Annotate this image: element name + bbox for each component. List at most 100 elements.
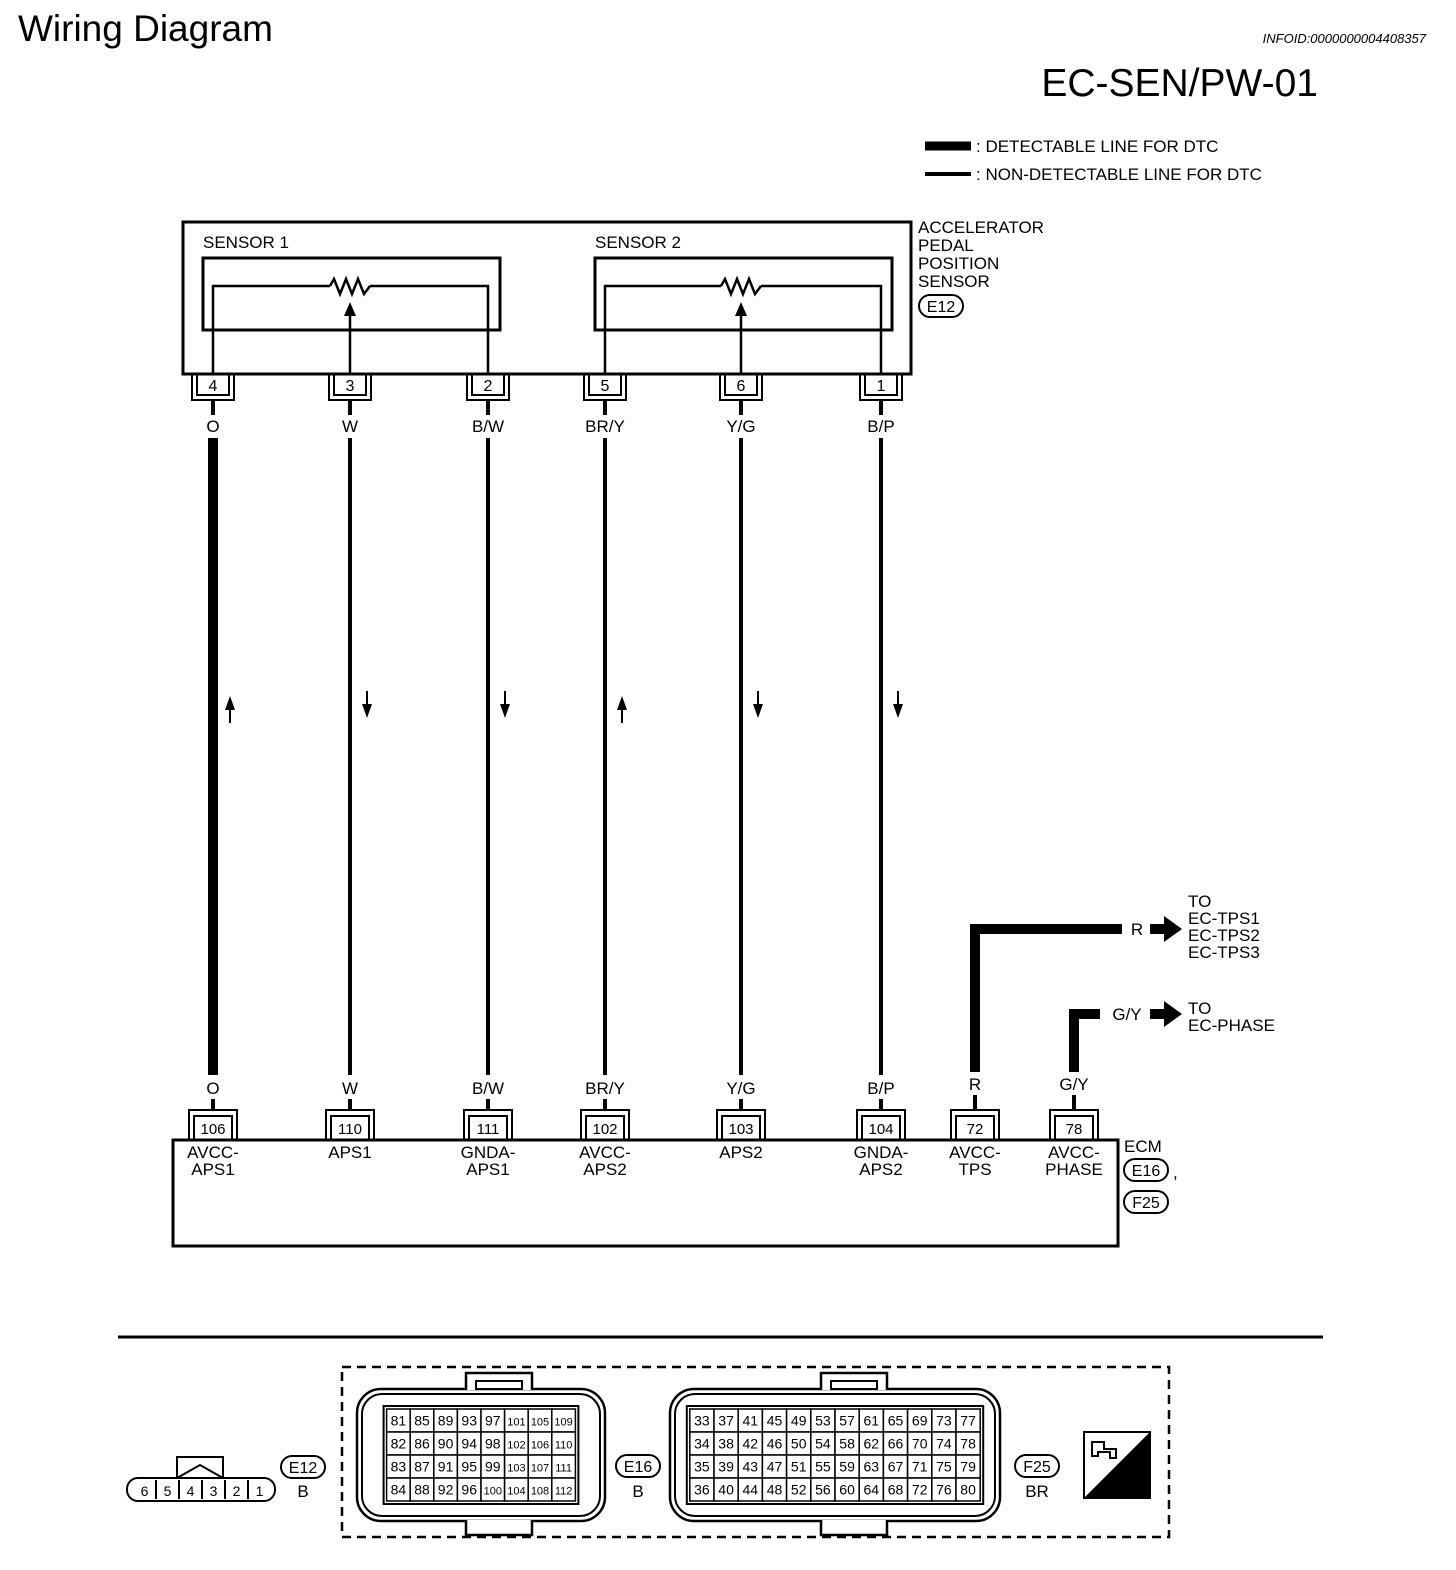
sensor-1-box [201, 256, 502, 332]
sensor-pin-bracket-inner [471, 374, 505, 396]
ecm-box [171, 1138, 1120, 1248]
e16-color: B [632, 1482, 643, 1501]
signal-direction-arrow [225, 696, 235, 710]
legend-non-detectable-label: : NON-DETECTABLE LINE FOR DTC [976, 165, 1262, 184]
f25-color: BR [1025, 1482, 1049, 1501]
hs-symbol-fill [1084, 1432, 1150, 1498]
e16-connector-id [615, 1454, 661, 1478]
f25-pin: 42 [743, 1436, 759, 1452]
f25-connector-id-label: F25 [1023, 1459, 1051, 1476]
e12-pin: 3 [210, 1483, 218, 1499]
signal-direction-arrow [617, 696, 627, 710]
ecm-pin-number: 111 [477, 1121, 500, 1138]
wire-g-y-destination: TO [1188, 999, 1211, 1018]
wire-color-bottom: BR/Y [585, 1079, 625, 1098]
wire-color-bottom: B/P [867, 1079, 894, 1098]
signal-direction-arrow [893, 704, 903, 718]
sensor-pin-bracket-inner [724, 374, 758, 396]
f25-pin: 49 [791, 1413, 807, 1429]
f25-pin: 68 [888, 1482, 904, 1498]
e16-pin: 105 [531, 1417, 549, 1429]
ecm-pin-number: 110 [338, 1121, 362, 1138]
sensor-pin-bracket-inner [196, 374, 230, 396]
signal-direction-arrow [362, 704, 372, 718]
wire-g-y-color-label: G/Y [1112, 1005, 1141, 1024]
ecm-pin-number: 102 [592, 1121, 617, 1138]
f25-pin: 50 [791, 1436, 807, 1452]
ecm-terminal-label: APS1 [328, 1143, 371, 1162]
f25-pin: 54 [815, 1436, 831, 1452]
e16-pin: 112 [555, 1486, 573, 1498]
ecm-pin-bracket [188, 1109, 238, 1140]
e16-pin: 88 [414, 1482, 430, 1498]
ecm-connector-separator: , [1173, 1163, 1178, 1182]
ecm-terminal-label: AVCC- [949, 1143, 1001, 1162]
e16-connector-id-label: E16 [624, 1459, 653, 1476]
ecm-terminal-label: GNDA- [461, 1143, 516, 1162]
e16-pin: 96 [461, 1482, 477, 1498]
f25-pin: 56 [815, 1482, 831, 1498]
sensor-pin-number: 5 [601, 378, 610, 395]
f25-cell [955, 1477, 981, 1502]
sensor-pin-number: 3 [346, 378, 355, 395]
ecm-pin-bracket-inner [330, 1115, 370, 1140]
wire-color-top: B/W [472, 417, 504, 436]
ecm-pin-number: 103 [728, 1121, 753, 1138]
sensor-pin-number: 2 [484, 378, 493, 395]
f25-pin: 75 [936, 1459, 952, 1475]
e16-shell-inner [361, 1393, 601, 1517]
sensor-pin-bracket-inner [864, 374, 898, 396]
sensor-name-line: POSITION [918, 254, 999, 273]
f25-pin: 33 [694, 1413, 710, 1429]
e16-pin: 85 [414, 1413, 430, 1429]
sensor-pin-number: 1 [877, 378, 886, 395]
f25-pin: 57 [839, 1413, 855, 1429]
f25-pin: 77 [960, 1413, 976, 1429]
e16-pin: 92 [438, 1482, 454, 1498]
f25-pin: 34 [694, 1436, 710, 1452]
wire-color-top: W [342, 417, 358, 436]
sensor-2-potentiometer-resistor [719, 275, 762, 298]
ecm-pin-bracket-inner [861, 1115, 901, 1140]
e12-pin: 1 [256, 1483, 264, 1499]
f25-pin: 46 [767, 1436, 783, 1452]
ecm-pin-bracket [580, 1109, 630, 1140]
ecm-pin-number: 72 [967, 1121, 984, 1138]
e16-tab-bottom [464, 1520, 534, 1537]
e16-cell [551, 1477, 577, 1502]
sensor-pin-bracket-inner [333, 374, 367, 396]
f25-pin: 44 [743, 1482, 759, 1498]
f25-shell-inner [674, 1393, 996, 1517]
sensor-2-potentiometer-lead-left [603, 284, 721, 374]
connector-view-frame [340, 1365, 1171, 1539]
e16-pin: 84 [391, 1482, 407, 1498]
e16-pin: 102 [507, 1440, 525, 1452]
f25-pin: 62 [864, 1436, 880, 1452]
e16-tab-top-slot [475, 1380, 523, 1390]
diagram-code: EC-SEN/PW-01 [1041, 62, 1318, 105]
e16-pin: 82 [391, 1436, 407, 1452]
signal-direction-arrow [500, 704, 510, 718]
f25-pin: 37 [718, 1413, 734, 1429]
e16-pin: 110 [555, 1440, 573, 1452]
f25-pin: 65 [888, 1413, 904, 1429]
info-id: INFOID:0000000004408357 [1262, 31, 1426, 46]
e12-color: B [297, 1482, 308, 1501]
ecm-pin-bracket-inner [955, 1115, 995, 1140]
wire-r-color-label: R [1131, 920, 1143, 939]
f25-pin: 40 [718, 1482, 734, 1498]
harness-icon [1091, 1441, 1117, 1459]
f25-pin: 45 [767, 1413, 783, 1429]
e16-pin: 87 [414, 1459, 430, 1475]
wire-r-direction-arrow [1150, 916, 1182, 942]
f25-connector-id [1014, 1454, 1060, 1478]
f25-pin: 61 [864, 1413, 880, 1429]
ecm-terminal-label: APS1 [191, 1160, 234, 1179]
e16-pin: 86 [414, 1436, 430, 1452]
e16-pin: 107 [531, 1463, 549, 1475]
wire-color-top: BR/Y [585, 417, 625, 436]
e12-pin: 6 [141, 1483, 149, 1499]
sensor-1-potentiometer-lead-left [211, 284, 330, 374]
sensor-name-line: ACCELERATOR [918, 218, 1044, 237]
f25-pin: 76 [936, 1482, 952, 1498]
